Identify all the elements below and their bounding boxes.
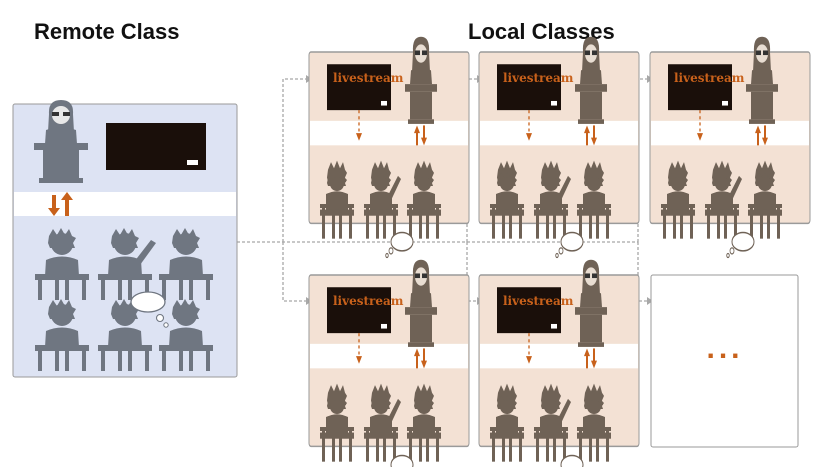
livestream-label: livestream bbox=[503, 71, 574, 85]
remote-blackboard-icon bbox=[106, 123, 206, 170]
remote-class-panel bbox=[12, 100, 238, 378]
local-class-panel-1 bbox=[309, 37, 469, 258]
local-class-panel-2 bbox=[479, 37, 639, 258]
remote-class-heading: Remote Class bbox=[34, 19, 180, 44]
thought-bubble-icon bbox=[130, 291, 169, 328]
local-class-panel-3 bbox=[650, 37, 810, 258]
livestream-label: livestream bbox=[674, 71, 745, 85]
livestream-label: livestream bbox=[333, 71, 404, 85]
bidirectional-arrow-icon bbox=[48, 192, 73, 216]
livestream-label: livestream bbox=[503, 294, 574, 308]
livestream-labels: livestream livestream livestream livestr… bbox=[333, 71, 745, 308]
ellipsis-label: ... bbox=[706, 332, 743, 365]
livestream-label: livestream bbox=[333, 294, 404, 308]
more-classes-placeholder: ... bbox=[650, 274, 799, 448]
